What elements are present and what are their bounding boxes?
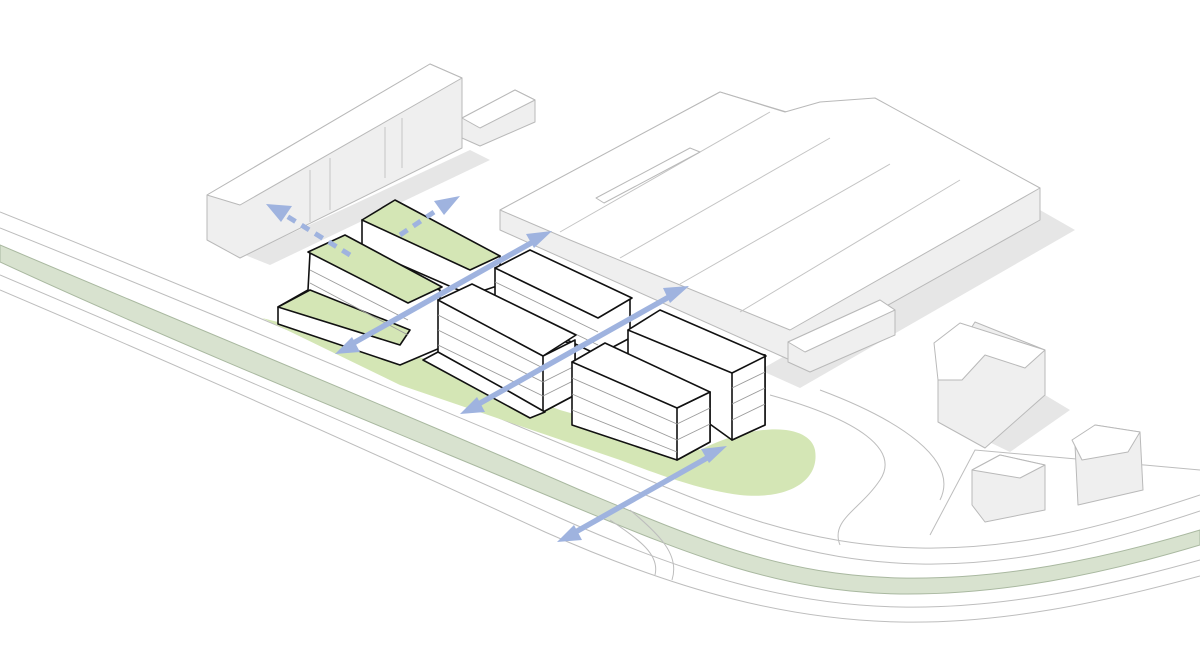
block-f-floors — [571, 377, 711, 453]
context-house-2-roof — [1071, 424, 1141, 461]
block-e-floors — [731, 371, 766, 421]
rail-corridor — [0, 211, 1200, 623]
context-l-block-roof — [933, 322, 1046, 381]
view-arrows — [266, 196, 727, 542]
arrow-solid-3 — [557, 446, 727, 542]
block-a-green-roof — [361, 199, 501, 271]
block-d-roof — [437, 283, 577, 357]
rail-green-band — [0, 244, 1200, 595]
arrow-dashed-right — [398, 196, 460, 238]
road-edge-3 — [0, 274, 1200, 608]
context-shadow-nw — [245, 150, 490, 265]
proposed-block-f — [571, 342, 711, 461]
east-path — [929, 449, 1200, 536]
context-house-1-roof — [971, 454, 1046, 479]
context-annex-roof — [787, 299, 896, 353]
context-shed-roof — [461, 89, 536, 129]
block-f-roof — [571, 342, 711, 409]
proposed-block-d — [422, 283, 577, 419]
arrow-dashed-left — [266, 204, 352, 258]
road-edge-4 — [0, 289, 1200, 623]
arrow-solid-2 — [460, 286, 689, 414]
context-slab-nw-joints — [309, 118, 403, 222]
context-factory-roof — [499, 91, 1041, 331]
context-skylight — [595, 147, 701, 204]
block-c-roof — [494, 249, 633, 319]
block-e-roof — [627, 309, 767, 374]
context-factory-ridges — [559, 111, 961, 313]
proposed-massing — [277, 199, 767, 461]
side-path — [609, 509, 675, 581]
road-edge-2 — [0, 227, 1200, 565]
context-slab-nw-roof — [206, 63, 463, 206]
road-edge-1 — [0, 211, 1200, 549]
site-access-road — [769, 389, 945, 546]
context-shadow-east — [985, 395, 1070, 452]
arrow-solid-1 — [335, 231, 552, 354]
block-b-floor-lines — [309, 269, 409, 336]
block-d-plinth — [422, 351, 546, 419]
